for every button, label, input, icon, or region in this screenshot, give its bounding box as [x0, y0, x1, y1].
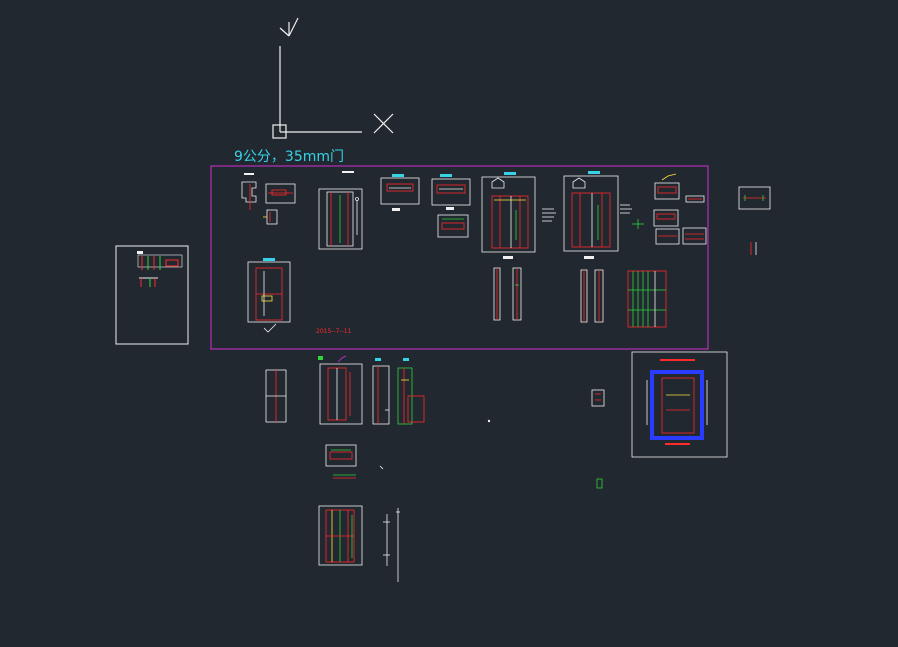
detail-11-green-panel[interactable] — [627, 270, 667, 328]
detail-2-door-panel[interactable] — [318, 171, 363, 250]
detail-17-bottom-panel[interactable] — [318, 505, 363, 566]
detail-15-green-jamb[interactable] — [372, 358, 425, 425]
detail-3-section[interactable] — [380, 174, 420, 211]
ucs-y-axis-glyph — [279, 17, 299, 37]
drawing-title[interactable]: 9公分，35mm门 — [234, 149, 344, 165]
detail-18-dimension-line[interactable] — [383, 508, 400, 582]
date-note[interactable]: 2015--7--11 — [316, 328, 352, 335]
detail-13-jamb-pair[interactable] — [265, 369, 287, 423]
ucs-x-label: X — [380, 127, 381, 129]
detail-20-tiny-section[interactable] — [487, 389, 605, 489]
detail-10-jamb[interactable] — [580, 269, 604, 323]
detail-12-right-section[interactable] — [738, 186, 771, 255]
detail-8-door-elevation[interactable] — [247, 258, 291, 333]
detail-16-small-section[interactable] — [325, 444, 384, 479]
sheet-left[interactable] — [115, 245, 189, 345]
detail-6-door-elevation[interactable] — [563, 171, 644, 259]
main-layout-frame[interactable] — [210, 165, 709, 350]
detail-9-jamb[interactable] — [493, 267, 522, 321]
ucs-icon — [272, 17, 394, 139]
detail-7-small-sections[interactable] — [653, 173, 707, 245]
detail-5-door-elevation[interactable] — [481, 172, 556, 259]
detail-14-door-panel[interactable] — [318, 355, 363, 425]
ucs-x-axis-glyph — [373, 113, 394, 134]
ucs-y-label: Y — [284, 35, 285, 37]
detail-4-section[interactable] — [431, 174, 471, 238]
detail-1-profile[interactable] — [241, 173, 296, 225]
detail-19-blue-plan[interactable] — [631, 351, 728, 458]
